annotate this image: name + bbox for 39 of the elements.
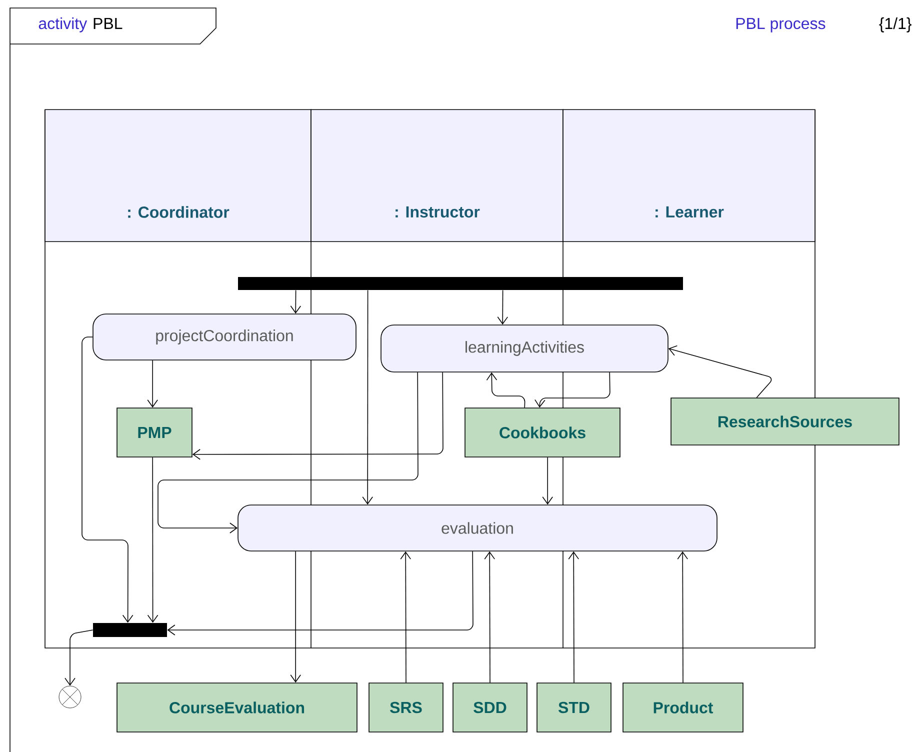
arrow bbox=[192, 372, 444, 460]
arrow bbox=[147, 360, 158, 408]
object-box: Product bbox=[622, 682, 744, 732]
arrow bbox=[542, 457, 553, 505]
action-box: evaluation bbox=[238, 504, 718, 552]
swimlane-header: : Learner bbox=[562, 109, 816, 242]
arrow bbox=[147, 457, 158, 623]
object-box: CourseEvaluation bbox=[116, 682, 358, 732]
arrow bbox=[64, 630, 94, 686]
page-number: {1/1} bbox=[879, 17, 912, 32]
object-box: SDD bbox=[452, 682, 528, 732]
arrow bbox=[486, 372, 526, 408]
arrow bbox=[677, 551, 688, 683]
object-box: SRS bbox=[368, 682, 444, 732]
sync-bar bbox=[238, 277, 683, 290]
arrow bbox=[668, 345, 772, 398]
diagram-name: PBL bbox=[94, 18, 122, 29]
arrow bbox=[497, 290, 508, 325]
object-box: PMP bbox=[116, 408, 192, 458]
arrow bbox=[167, 551, 474, 636]
arrow bbox=[568, 551, 580, 683]
object-box: STD bbox=[536, 682, 612, 732]
keyword-text: activity bbox=[38, 17, 88, 32]
arrow bbox=[290, 551, 301, 683]
arrow bbox=[158, 372, 418, 534]
arrow bbox=[362, 290, 373, 505]
action-box: learningActivities bbox=[380, 324, 668, 372]
swimlane-header: : Instructor bbox=[310, 109, 564, 242]
flow-final-node bbox=[58, 686, 82, 708]
arrow bbox=[290, 290, 302, 314]
title-text: PBL process bbox=[736, 18, 826, 32]
arrow bbox=[484, 551, 496, 683]
sync-bar bbox=[93, 623, 167, 637]
object-box: Cookbooks bbox=[464, 408, 620, 458]
swimlane-header: : Coordinator bbox=[44, 109, 312, 242]
action-box: projectCoordination bbox=[92, 314, 356, 360]
object-box: ResearchSources bbox=[670, 398, 900, 446]
arrow bbox=[534, 372, 610, 408]
arrow bbox=[400, 551, 412, 683]
